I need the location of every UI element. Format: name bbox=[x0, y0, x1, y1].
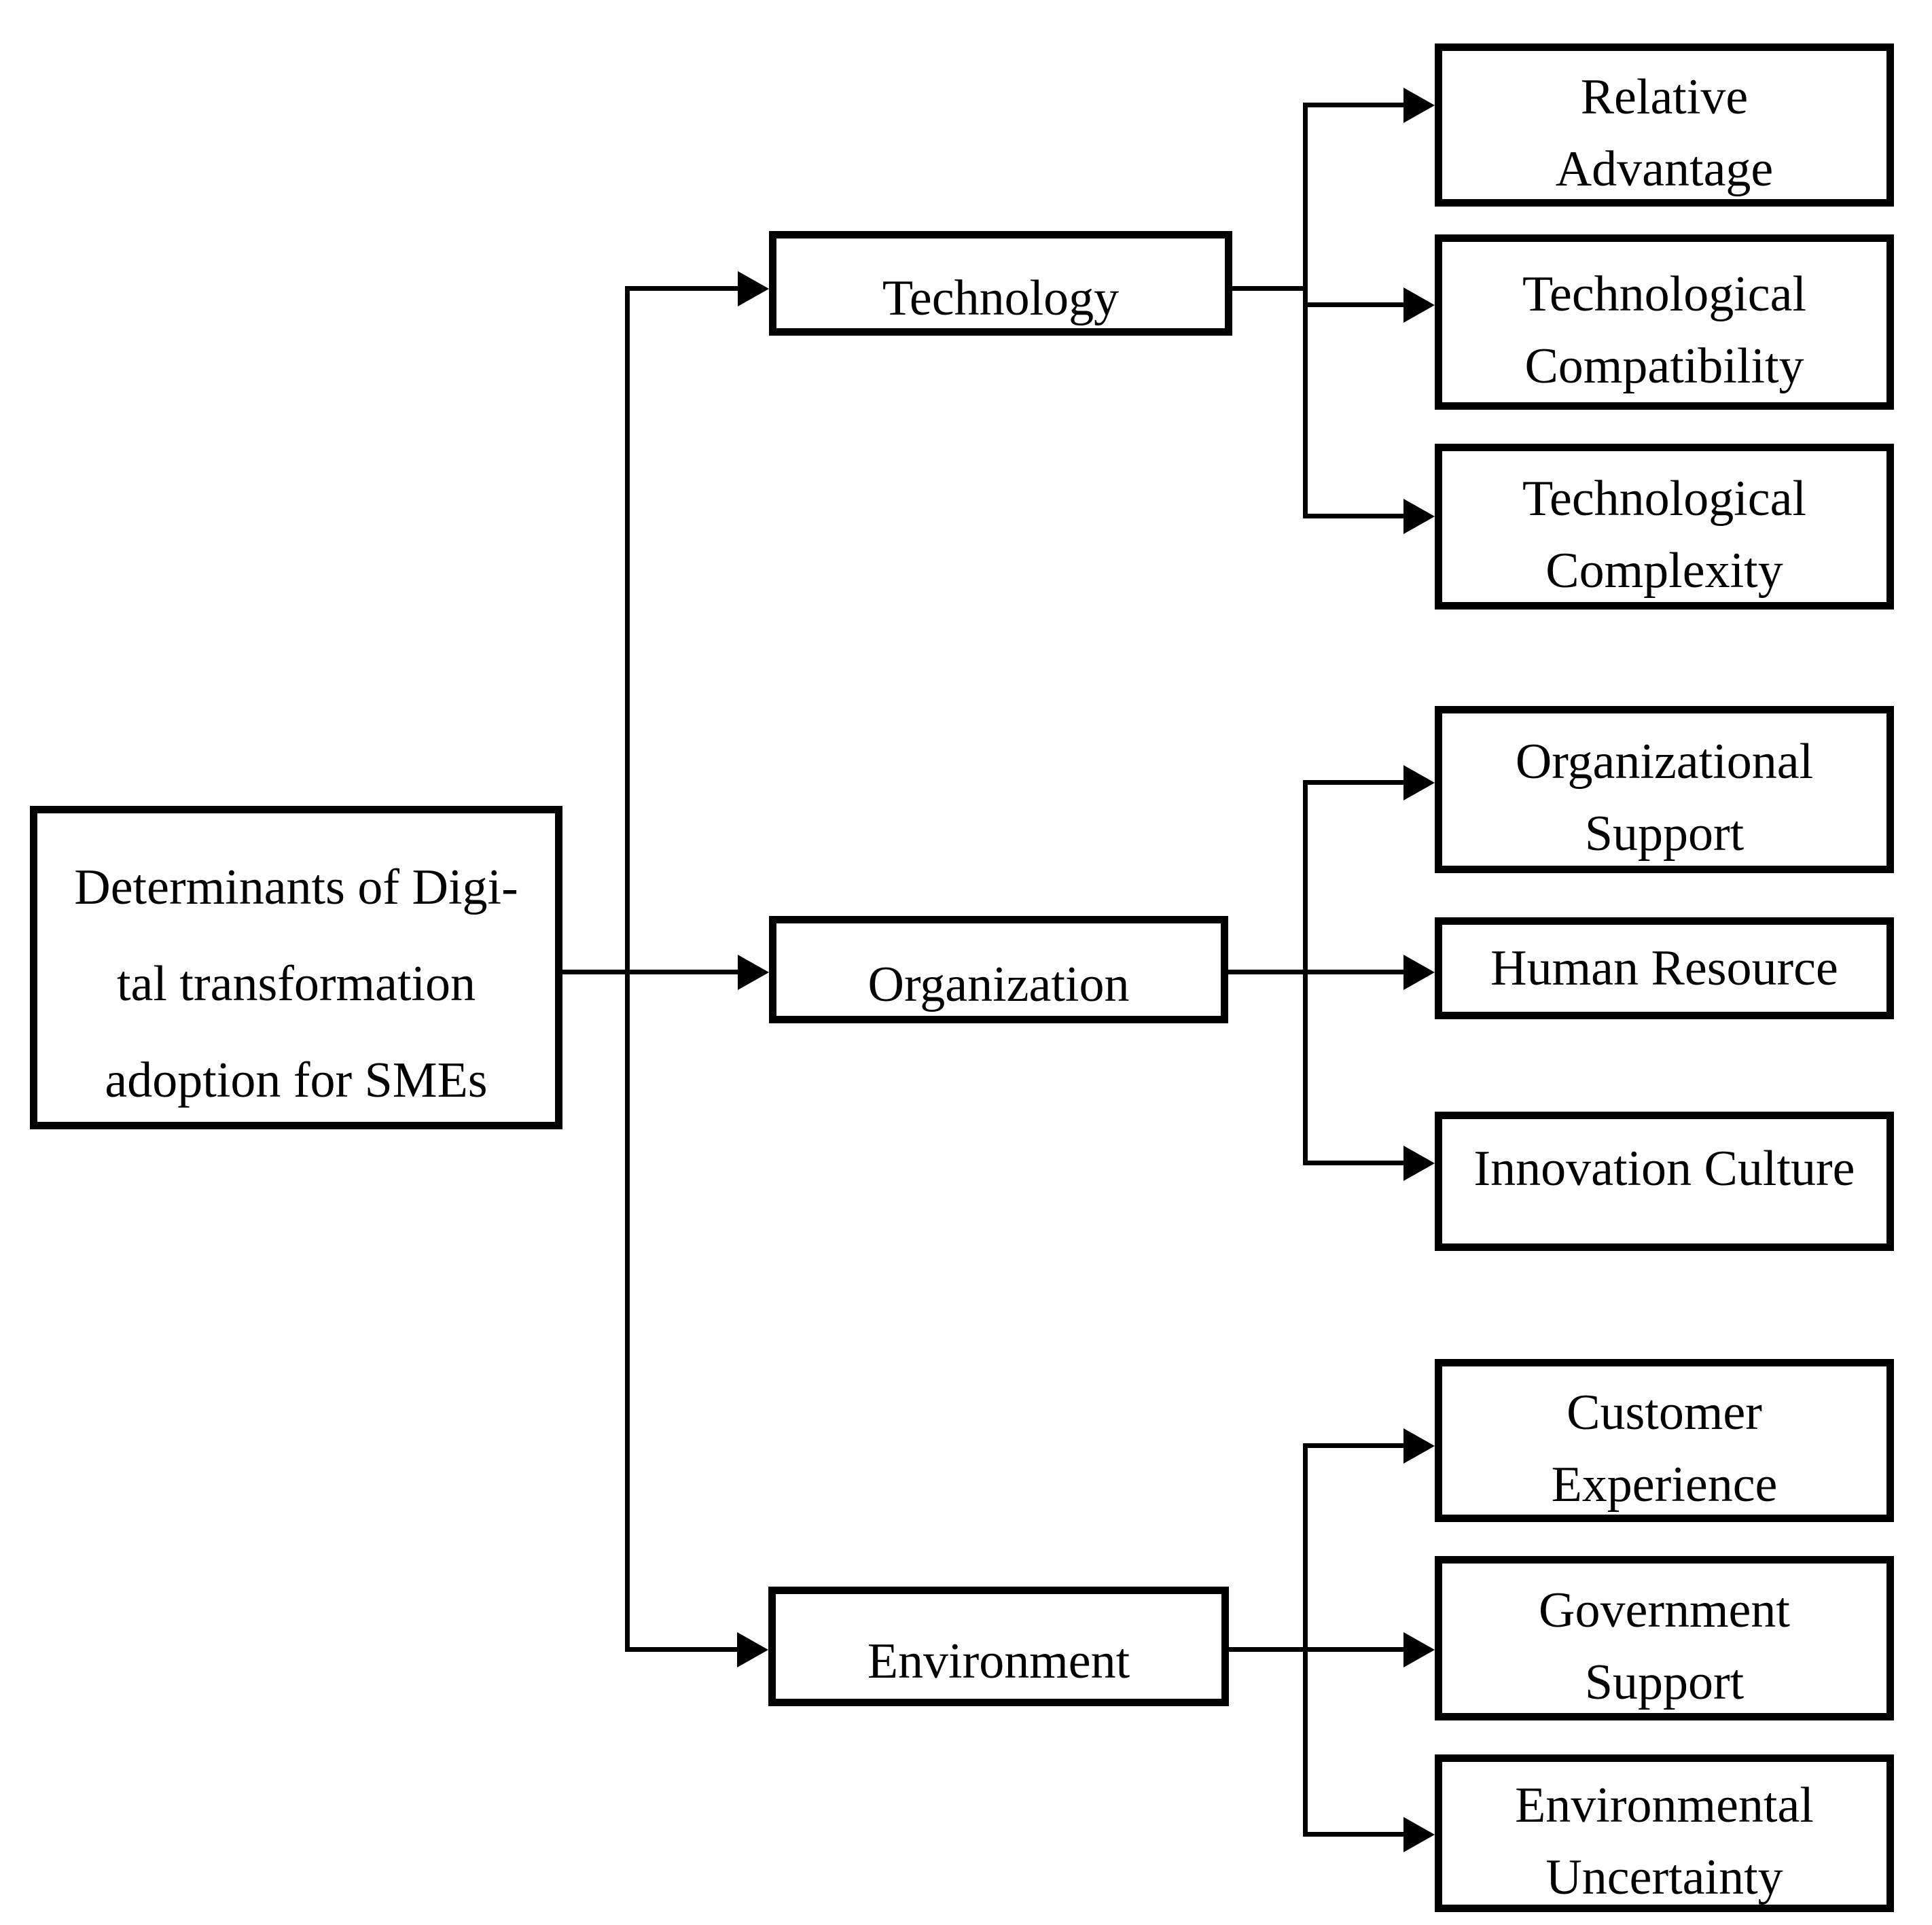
connector-to-technology bbox=[628, 286, 738, 291]
connector-to-technological-complexity bbox=[1306, 514, 1403, 518]
node-human-resource: Human Resource bbox=[1435, 917, 1894, 1019]
connector-technology-out bbox=[1232, 286, 1306, 291]
arrowhead-technology bbox=[738, 271, 769, 306]
connector-trunk-vertical bbox=[625, 286, 630, 1652]
arrowhead-human-resource bbox=[1403, 955, 1435, 990]
connector-environment-branch-vertical bbox=[1303, 1443, 1308, 1837]
node-label-line: Customer bbox=[1567, 1385, 1762, 1441]
node-customer-experience: Customer Experience bbox=[1435, 1359, 1894, 1522]
connector-to-human-resource bbox=[1306, 970, 1403, 974]
node-technological-compatibility: Technological Compatibility bbox=[1435, 234, 1894, 410]
arrowhead-environmental-uncertainty bbox=[1403, 1817, 1435, 1852]
node-category-technology: Technology bbox=[769, 231, 1232, 336]
node-label-line: Relative bbox=[1580, 69, 1749, 125]
node-label-line: Experience bbox=[1551, 1457, 1778, 1513]
node-label-line: Government bbox=[1539, 1583, 1790, 1638]
category-label: Environment bbox=[867, 1633, 1130, 1689]
arrowhead-government-support bbox=[1403, 1632, 1435, 1667]
connector-root-to-trunk bbox=[562, 970, 628, 974]
connector-to-organizational-support bbox=[1306, 780, 1403, 785]
connector-organization-branch-vertical bbox=[1303, 780, 1308, 1165]
connector-environment-out bbox=[1229, 1647, 1306, 1652]
node-technological-complexity: Technological Complexity bbox=[1435, 444, 1894, 610]
connector-to-organization bbox=[628, 970, 740, 974]
arrowhead-organization bbox=[738, 955, 769, 990]
arrowhead-technological-complexity bbox=[1403, 499, 1435, 534]
node-label-line: Support bbox=[1584, 1655, 1745, 1710]
root-label-line: tal transformation bbox=[116, 956, 476, 1012]
node-label-line: Technological bbox=[1522, 471, 1807, 527]
node-innovation-culture: Innovation Culture bbox=[1435, 1112, 1894, 1251]
connector-technology-branch-vertical bbox=[1303, 103, 1308, 518]
connector-to-environmental-uncertainty bbox=[1306, 1832, 1403, 1837]
arrowhead-environment bbox=[737, 1632, 768, 1667]
node-label-line: Compatibility bbox=[1524, 338, 1804, 394]
node-label-line: Technological bbox=[1522, 266, 1807, 322]
category-label: Organization bbox=[867, 957, 1130, 1012]
node-label-line: Complexity bbox=[1545, 543, 1783, 599]
connector-to-customer-experience bbox=[1306, 1443, 1403, 1448]
node-category-environment: Environment bbox=[768, 1587, 1229, 1706]
node-label-line: Uncertainty bbox=[1545, 1850, 1783, 1905]
connector-organization-out bbox=[1228, 970, 1306, 974]
node-organizational-support: Organizational Support bbox=[1435, 706, 1894, 873]
node-label-line: Advantage bbox=[1555, 141, 1774, 197]
connector-to-technological-compatibility bbox=[1306, 302, 1403, 307]
node-category-organization: Organization bbox=[769, 916, 1228, 1023]
connector-to-government-support bbox=[1306, 1647, 1403, 1652]
arrowhead-technological-compatibility bbox=[1403, 287, 1435, 323]
node-environmental-uncertainty: Environmental Uncertainty bbox=[1435, 1754, 1894, 1912]
connector-to-innovation-culture bbox=[1306, 1161, 1403, 1165]
connector-to-relative-advantage bbox=[1306, 103, 1403, 107]
arrowhead-relative-advantage bbox=[1403, 88, 1435, 123]
arrowhead-customer-experience bbox=[1403, 1428, 1435, 1464]
node-relative-advantage: Relative Advantage bbox=[1435, 43, 1894, 207]
arrowhead-organizational-support bbox=[1403, 765, 1435, 800]
arrowhead-innovation-culture bbox=[1403, 1146, 1435, 1181]
connector-to-environment bbox=[628, 1647, 737, 1652]
node-label-line: Organizational bbox=[1515, 734, 1814, 790]
node-label-line: Innovation Culture bbox=[1473, 1141, 1855, 1197]
root-label-line: Determinants of Digi- bbox=[74, 860, 518, 915]
node-government-support: Government Support bbox=[1435, 1556, 1894, 1720]
node-label-line: Environmental bbox=[1515, 1778, 1814, 1833]
node-label-line: Human Resource bbox=[1490, 940, 1838, 996]
node-label-line: Support bbox=[1584, 806, 1745, 862]
node-root-determinants: Determinants of Digi- tal transformation… bbox=[30, 806, 562, 1129]
category-label: Technology bbox=[882, 270, 1120, 326]
root-label-line: adoption for SMEs bbox=[105, 1053, 488, 1108]
